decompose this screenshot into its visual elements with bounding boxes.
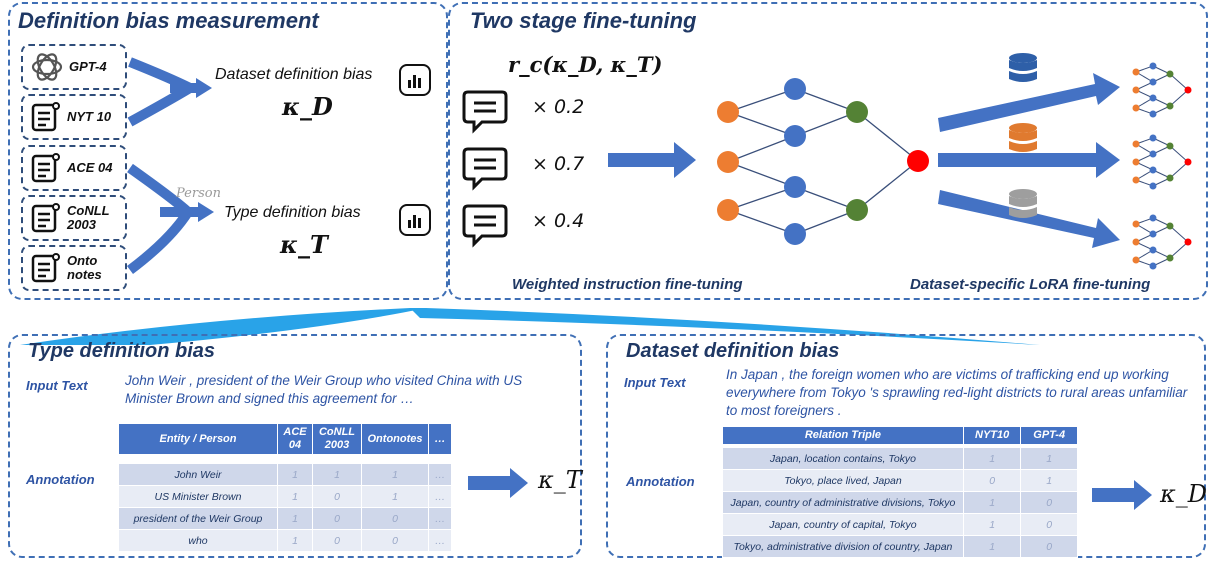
table-header: …: [428, 423, 452, 455]
type-bias-table: Entity / Person ACE 04 CoNLL 2003 Ontono…: [118, 423, 452, 552]
person-hint: Person: [176, 186, 221, 201]
dataset-label: ACE 04: [67, 160, 113, 175]
dataset-nyt10: NYT 10: [21, 94, 127, 140]
dataset-bias-label: Dataset definition bias: [215, 66, 373, 83]
dataset-ontonotes: Onto notes: [21, 245, 127, 291]
document-icon: [31, 253, 60, 283]
type-bias-panel-title: Type definition bias: [28, 340, 216, 362]
input-text: John Weir , president of the Weir Group …: [125, 373, 523, 406]
weight-1: × 0.2: [532, 96, 585, 118]
merge-arrows: [126, 57, 214, 274]
table-header: Entity / Person: [118, 423, 278, 455]
document-icon: [31, 102, 60, 132]
table-header: Ontonotes: [361, 423, 429, 455]
table-header: NYT10: [962, 426, 1022, 445]
lora-arrows: [938, 73, 1120, 248]
table-row: Tokyo, administrative division of countr…: [722, 535, 1078, 558]
reward-formula: r_c(κ_D, κ_T): [508, 52, 663, 77]
chat-icon: [462, 147, 508, 191]
dataset-bias-symbol: κ_D: [282, 92, 333, 121]
dataset-label: NYT 10: [67, 109, 112, 124]
type-bias-symbol: κ_T: [280, 230, 328, 259]
annotation-label: Annotation: [626, 474, 695, 489]
dataset-label: CoNLL 2003: [67, 203, 110, 232]
dataset-gpt4: GPT-4: [21, 44, 127, 90]
annotation-label: Annotation: [26, 472, 95, 487]
table-row: Japan, country of administrative divisio…: [722, 491, 1078, 514]
neural-network: [717, 78, 929, 245]
weight-2: × 0.7: [532, 153, 585, 175]
input-text: In Japan , the foreign women who are vic…: [726, 367, 1188, 418]
mini-network-icon: [1132, 62, 1192, 118]
train-arrow: [608, 142, 696, 178]
dataset-label: Onto notes: [67, 253, 102, 282]
type-bias-panel: [8, 334, 582, 558]
table-header: CoNLL 2003: [312, 423, 362, 455]
database-icon: [1009, 123, 1037, 152]
result-arrow: [1092, 480, 1152, 510]
finetune-panel-title: Two stage fine-tuning: [470, 8, 697, 33]
bar-chart-icon: [399, 204, 431, 236]
document-icon: [31, 203, 60, 233]
openai-logo-icon: [31, 53, 63, 81]
stage1-label: Weighted instruction fine-tuning: [512, 276, 743, 293]
table-header: Relation Triple: [722, 426, 964, 445]
database-icon: [1009, 189, 1037, 218]
definition-panel-title: Definition bias measurement: [18, 8, 319, 33]
stage2-label: Dataset-specific LoRA fine-tuning: [910, 276, 1151, 293]
dataset-label: GPT-4: [69, 59, 107, 74]
dataset-conll2003: CoNLL 2003: [21, 195, 127, 241]
chat-icon: [462, 204, 508, 248]
dataset-bias-panel-title: Dataset definition bias: [626, 340, 840, 362]
dataset-bias-table: Relation Triple NYT10 GPT-4 Japan, locat…: [722, 426, 1078, 558]
mini-network-icon: [1132, 214, 1192, 270]
chat-icon: [462, 90, 508, 134]
definition-bias-panel: [8, 2, 448, 300]
dataset-ace04: ACE 04: [21, 145, 127, 191]
dataset-bias-result: κ_D: [1160, 480, 1207, 508]
bar-chart-icon: [399, 64, 431, 96]
document-icon: [31, 153, 60, 183]
finetune-panel: [448, 2, 1208, 300]
table-header: GPT-4: [1020, 426, 1078, 445]
type-bias-result: κ_T: [538, 466, 582, 494]
result-arrow: [468, 468, 528, 498]
table-header: ACE 04: [277, 423, 313, 455]
mini-network-icon: [1132, 134, 1192, 190]
input-text-label: Input Text: [624, 375, 686, 390]
input-text-label: Input Text: [26, 378, 88, 393]
type-bias-label: Type definition bias: [224, 204, 361, 221]
database-icon: [1009, 53, 1037, 82]
weight-3: × 0.4: [532, 210, 585, 232]
